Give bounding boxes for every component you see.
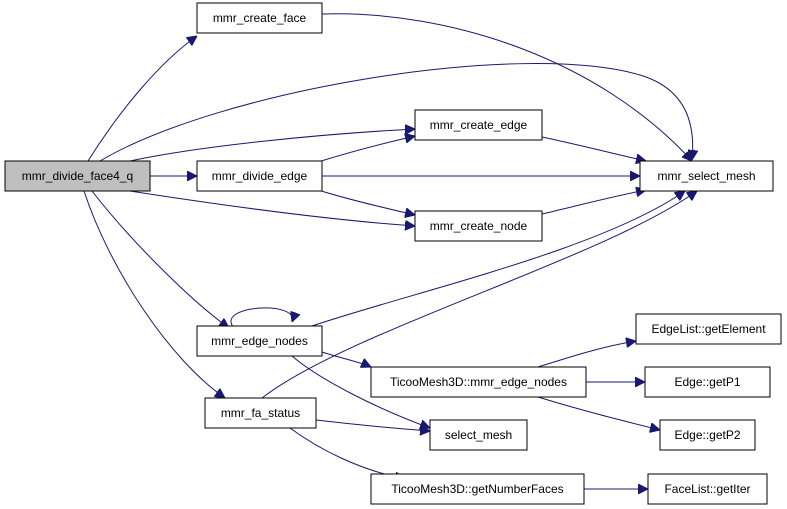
node-mmr-divide-edge[interactable]: mmr_divide_edge	[196, 160, 323, 192]
node-mmr-edge-nodes[interactable]: mmr_edge_nodes	[196, 325, 323, 357]
node-mmr-create-node[interactable]: mmr_create_node	[414, 210, 543, 242]
edges	[83, 13, 697, 489]
edge-ticoo-to-getp2	[537, 396, 660, 430]
edge-root-to-create-node	[129, 190, 415, 226]
node-ticoo-mmr-edge-nodes[interactable]: TicooMesh3D::mmr_edge_nodes	[370, 366, 587, 398]
node-mmr-divide-face4-q[interactable]: mmr_divide_face4_q	[4, 160, 151, 192]
node-label: FaceList::getIter	[664, 482, 750, 496]
edge-divide-edge-to-create-edge	[317, 136, 415, 163]
node-select-mesh[interactable]: select_mesh	[429, 419, 528, 451]
edge-create-edge-to-select-mesh	[541, 136, 646, 161]
edge-root-to-create-face	[87, 36, 197, 162]
edge-divide-edge-to-create-node	[317, 189, 415, 215]
edge-fa-status-to-select-mesh-lower	[315, 419, 430, 431]
edge-create-face-to-select-mesh	[321, 13, 692, 161]
node-label: mmr_divide_face4_q	[22, 169, 133, 183]
edge-create-node-to-select-mesh	[541, 190, 646, 215]
edge-edge-nodes-to-select-mesh-lower	[291, 355, 430, 428]
node-mmr-create-face[interactable]: mmr_create_face	[196, 2, 323, 34]
node-facelist-getiter[interactable]: FaceList::getIter	[647, 473, 768, 505]
node-label: TicooMesh3D::getNumberFaces	[391, 482, 563, 496]
edge-ticoo-to-getelement	[537, 341, 636, 368]
edge-fa-status-to-select-mesh	[261, 191, 697, 399]
node-label: Edge::getP1	[674, 375, 740, 389]
node-label: TicooMesh3D::mmr_edge_nodes	[390, 375, 567, 389]
node-label: EdgeList::getElement	[651, 322, 766, 336]
node-label: mmr_divide_edge	[212, 169, 308, 183]
node-label: Edge::getP2	[674, 428, 740, 442]
node-label: mmr_edge_nodes	[211, 334, 308, 348]
edge-root-to-edge-nodes	[91, 190, 229, 328]
edge-root-to-create-edge	[129, 129, 415, 162]
node-mmr-fa-status[interactable]: mmr_fa_status	[204, 397, 317, 429]
node-mmr-create-edge[interactable]: mmr_create_edge	[414, 109, 543, 141]
node-label: mmr_create_edge	[430, 118, 528, 132]
edge-edge-nodes-to-ticoo-edge-nodes	[321, 351, 371, 367]
node-label: mmr_fa_status	[221, 406, 300, 420]
node-edgelist-getelement[interactable]: EdgeList::getElement	[635, 313, 782, 345]
node-ticoo-get-number-faces[interactable]: TicooMesh3D::getNumberFaces	[370, 473, 585, 505]
node-label: mmr_create_face	[213, 11, 307, 25]
node-edge-getp1[interactable]: Edge::getP1	[644, 366, 771, 398]
nodes: mmr_divide_face4_q mmr_create_face mmr_c…	[4, 2, 782, 505]
edge-root-to-select-mesh	[99, 63, 693, 162]
edge-edge-nodes-self-loop	[230, 307, 293, 329]
node-label: mmr_create_node	[430, 219, 528, 233]
node-label: mmr_select_mesh	[657, 169, 755, 183]
node-mmr-select-mesh[interactable]: mmr_select_mesh	[639, 160, 774, 192]
edge-root-to-fa-status	[83, 190, 225, 398]
node-edge-getp2[interactable]: Edge::getP2	[659, 419, 756, 451]
node-label: select_mesh	[445, 428, 512, 442]
edge-edge-nodes-to-select-mesh	[311, 191, 685, 327]
edge-fa-status-to-get-number-faces	[289, 427, 405, 479]
